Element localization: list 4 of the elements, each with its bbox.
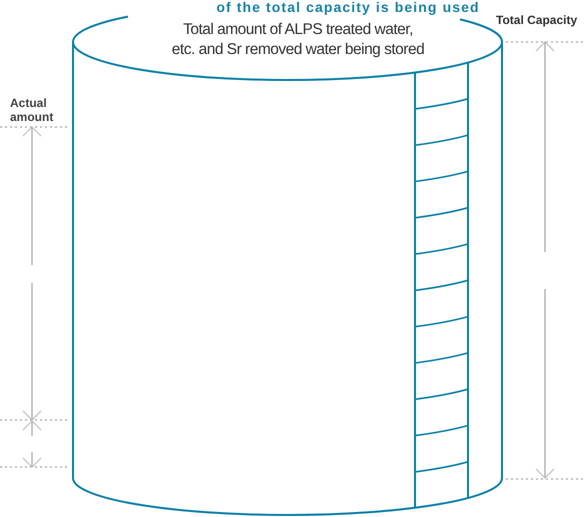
dimension-label: Actual amount [10, 96, 54, 124]
tank-label: Total amount of ALPS treated water, etc. and Sr removed water being stored [170, 20, 426, 60]
heading: of the total capacity is being used [215, 0, 481, 15]
dimension-label: Total Capacity [496, 13, 578, 27]
